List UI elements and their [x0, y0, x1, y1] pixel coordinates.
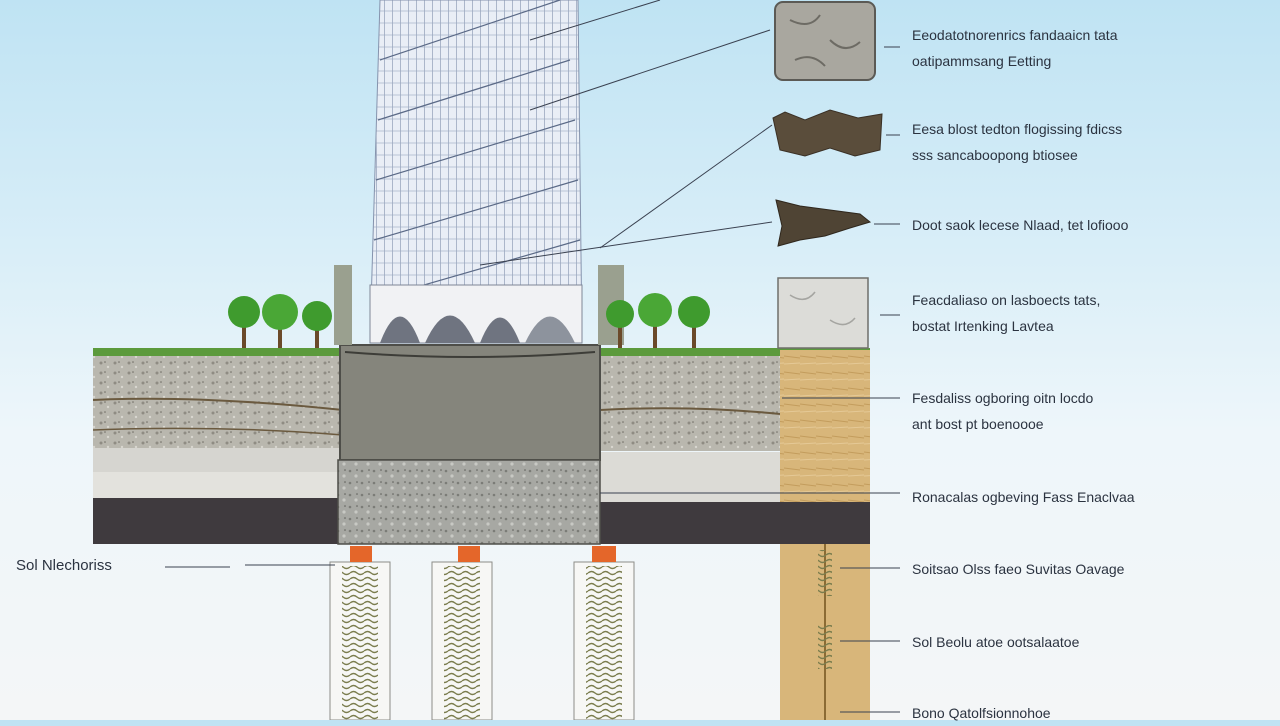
foundation-piles — [329, 546, 635, 720]
callout-7: Soitsao Olss faeo Suvitas Oavage — [912, 556, 1124, 582]
skyscraper — [369, 0, 583, 344]
soil-mechanics-label: Sol Nlechoriss — [16, 557, 112, 574]
callout-1-line-2: oatipammsang Eetting — [912, 53, 1052, 69]
callout-1: Eeodatotnorenrics fandaaicn tata oatipam… — [912, 22, 1117, 74]
leader-lines — [165, 0, 900, 713]
callout-3-line-1: Doot saok lecese Nlaad, tet lofiooo — [912, 217, 1129, 233]
callout-8-line-1: Sol Beolu atoe ootsalaatoe — [912, 634, 1080, 650]
callout-5-line-2: ant bost pt boenoooe — [912, 416, 1044, 432]
callout-6: Ronacalas ogbeving Fass Enaclvaa — [912, 484, 1135, 510]
callout-9-line-1: Bono Qatolfsionnohoe — [912, 705, 1051, 721]
callout-9: Bono Qatolfsionnohoe — [912, 700, 1051, 726]
callout-5: Fesdaliss ogboring oitn locdo ant bost p… — [912, 385, 1093, 437]
callout-4-line-1: Feacdaliaso on lasboects tats, — [912, 292, 1101, 308]
callout-2-line-2: sss sancaboopong btiosee — [912, 147, 1078, 163]
callout-4: Feacdaliaso on lasboects tats, bostat Ir… — [912, 287, 1100, 339]
callout-5-line-1: Fesdaliss ogboring oitn locdo — [912, 390, 1094, 406]
trees-left — [228, 294, 332, 348]
callout-1-line-1: Eeodatotnorenrics fandaaicn tata — [912, 27, 1118, 43]
callout-6-line-1: Ronacalas ogbeving Fass Enaclvaa — [912, 489, 1135, 505]
soil-strata-right — [599, 348, 870, 544]
callout-4-line-2: bostat Irtenking Lavtea — [912, 318, 1054, 334]
callout-7-line-1: Soitsao Olss faeo Suvitas Oavage — [912, 561, 1125, 577]
soil-column — [780, 544, 870, 720]
callout-2-line-1: Eesa blost tedton flogissing fdicss — [912, 121, 1123, 137]
foundation-mat — [334, 265, 624, 545]
material-samples — [772, 1, 883, 349]
trees-right — [606, 293, 710, 348]
callout-2: Eesa blost tedton flogissing fdicss sss … — [912, 116, 1122, 168]
callout-8: Sol Beolu atoe ootsalaatoe — [912, 629, 1079, 655]
soil-strata-left — [92, 348, 344, 544]
callout-3: Doot saok lecese Nlaad, tet lofiooo — [912, 212, 1128, 238]
